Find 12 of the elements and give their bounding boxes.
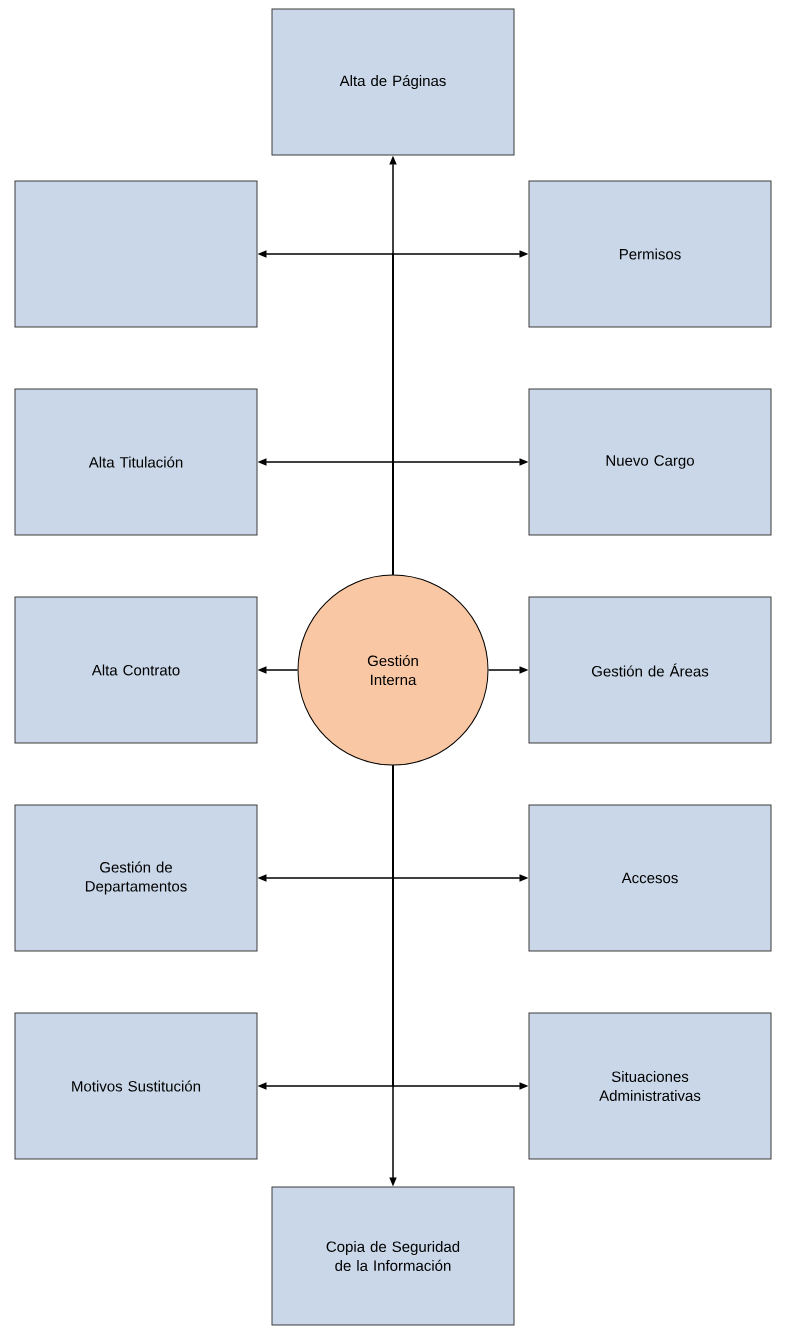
process-box: Copia de Seguridad de la Información [271, 1186, 515, 1326]
process-box: Permisos [528, 180, 772, 328]
process-box: Gestión de Departamentos [14, 804, 258, 952]
process-box: Accesos [528, 804, 772, 952]
process-box [14, 180, 258, 328]
process-box: Nuevo Cargo [528, 388, 772, 536]
process-box: Alta Contrato [14, 596, 258, 744]
process-box: Gestión de Áreas [528, 596, 772, 744]
process-box: Situaciones Administrativas [528, 1012, 772, 1160]
process-box: Motivos Sustitución [14, 1012, 258, 1160]
process-box: Alta de Páginas [271, 8, 515, 156]
process-box: Alta Titulación [14, 388, 258, 536]
